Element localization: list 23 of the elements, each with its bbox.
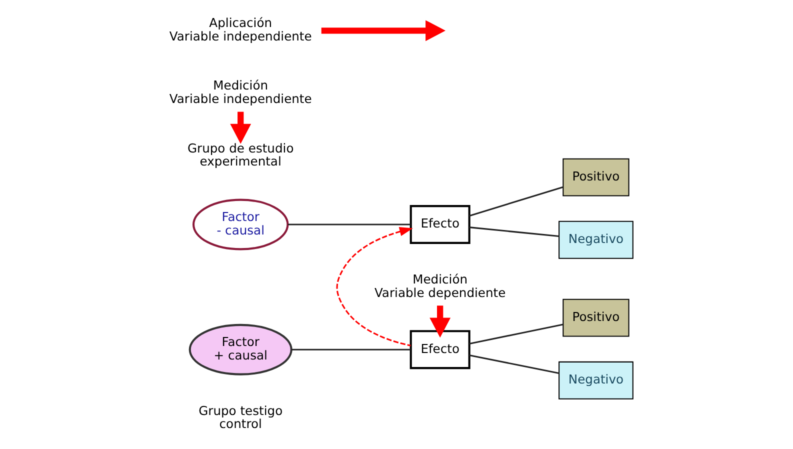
node-ellipse: Factor + causal: [188, 324, 292, 376]
node-box: Negativo: [558, 220, 634, 259]
connector: [469, 324, 564, 345]
node-box: Positivo: [562, 298, 630, 337]
node-ellipse: Factor - causal: [192, 198, 289, 250]
connector: [469, 354, 560, 374]
node-text: Grupo de estudio experimental: [187, 141, 294, 169]
node-box: Negativo: [558, 361, 634, 400]
arrow: [430, 306, 451, 338]
node-box: Efecto: [410, 205, 470, 244]
node-text: Aplicación Variable independiente: [169, 16, 312, 44]
node-box: Positivo: [562, 158, 630, 196]
arrow: [230, 112, 252, 144]
connector: [469, 226, 560, 238]
node-text: Grupo testigo control: [198, 404, 283, 432]
arrow: [336, 227, 413, 346]
node-text: Medición Variable dependiente: [374, 272, 506, 300]
connector: [288, 224, 411, 226]
node-text: Medición Variable independiente: [169, 78, 312, 106]
connector: [291, 348, 411, 350]
node-box: Efecto: [410, 330, 470, 370]
connector: [469, 186, 564, 217]
arrow: [321, 20, 446, 42]
